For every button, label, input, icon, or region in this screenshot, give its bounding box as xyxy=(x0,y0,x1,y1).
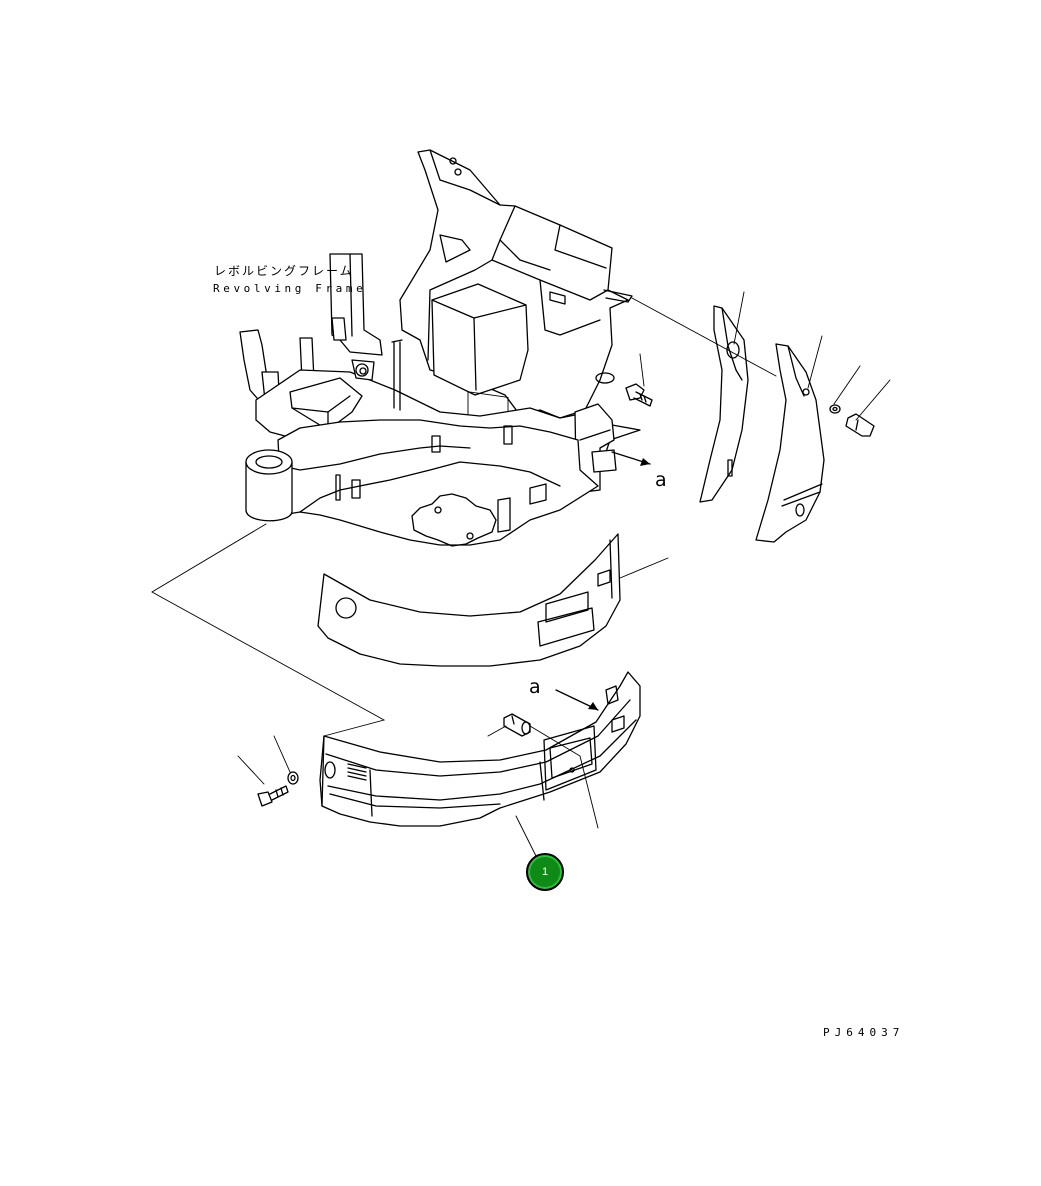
bolt-frame xyxy=(625,383,653,407)
pin-counterweight xyxy=(503,713,531,737)
revolving-frame-label-jp: レボルビングフレーム xyxy=(214,264,354,278)
part-callout-1[interactable]: 1 xyxy=(526,853,564,891)
view-arrow-label-lower: a xyxy=(529,676,541,698)
bolt-counterweight xyxy=(257,785,289,807)
bolt-cover xyxy=(845,413,875,437)
washer-cover xyxy=(829,404,841,414)
counterweight-upper xyxy=(317,533,621,667)
side-cover-outer xyxy=(755,343,825,543)
view-arrow-label-upper: a xyxy=(655,469,667,491)
washer-counterweight xyxy=(287,771,299,785)
assembly-lines xyxy=(151,291,891,857)
drawing-code: PJ64037 xyxy=(823,1026,905,1039)
revolving-frame xyxy=(239,149,641,547)
revolving-frame-label-en: Revolving Frame xyxy=(213,282,367,295)
counterweight-lower xyxy=(319,671,641,827)
side-cover-inner xyxy=(699,305,749,503)
